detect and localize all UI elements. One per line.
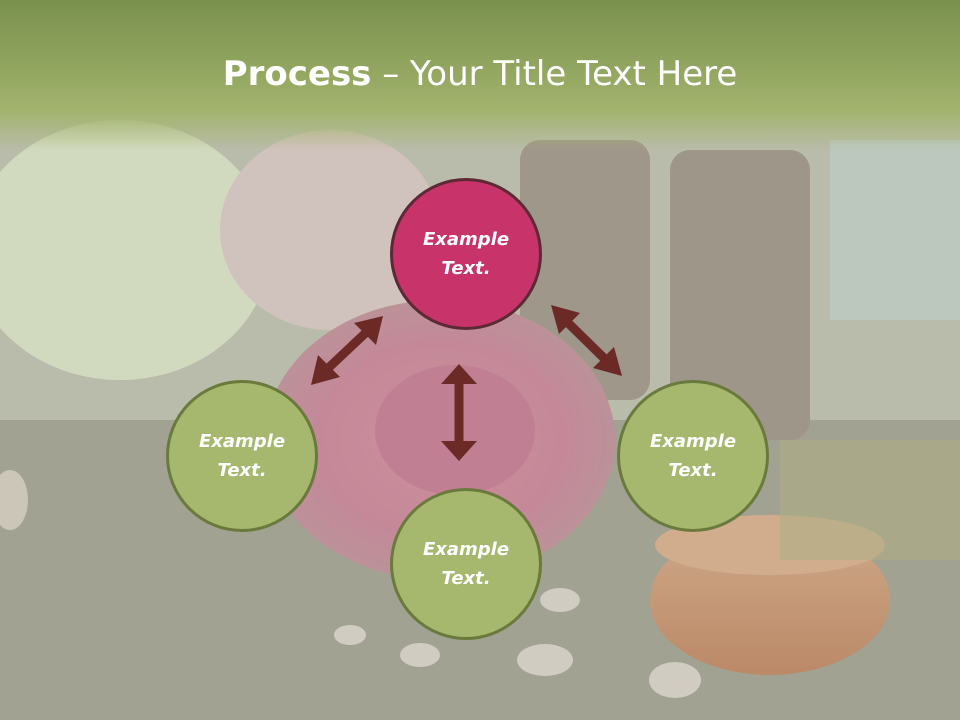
node-left-text: Example Text. bbox=[198, 431, 286, 481]
process-node-right[interactable]: Example Text. bbox=[617, 380, 769, 532]
arrow-vertical bbox=[441, 364, 477, 461]
title-bold-part: Process bbox=[222, 54, 372, 94]
arrow-top-left bbox=[311, 316, 383, 385]
slide-title: Process – Your Title Text Here bbox=[0, 52, 960, 96]
node-right-text: Example Text. bbox=[649, 431, 737, 481]
process-node-left[interactable]: Example Text. bbox=[166, 380, 318, 532]
title-bar bbox=[0, 0, 960, 150]
arrow-top-right bbox=[551, 305, 622, 376]
node-bottom-text: Example Text. bbox=[422, 539, 510, 589]
title-rest-part: – Your Title Text Here bbox=[371, 54, 738, 94]
node-top-text: Example Text. bbox=[422, 229, 510, 279]
process-node-bottom[interactable]: Example Text. bbox=[390, 488, 542, 640]
process-node-top[interactable]: Example Text. bbox=[390, 178, 542, 330]
